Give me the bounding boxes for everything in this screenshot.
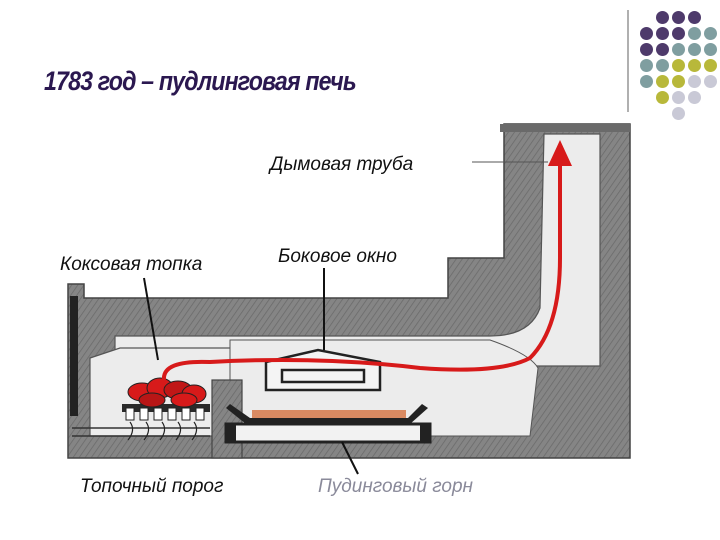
dot [704,75,717,88]
label-fire-threshold: Топочный порог [80,476,223,497]
dot [672,27,685,40]
label-chimney: Дымовая труба [268,154,413,175]
fire-threshold-wall [211,379,243,459]
slide-title: 1783 год – пудлинговая печь [44,66,357,96]
puddling-hearth [224,404,432,444]
dot [640,59,653,72]
title-divider-line [627,10,629,112]
leader-line-firebox [143,277,159,361]
dot [688,59,701,72]
dot [656,91,669,104]
dot [688,75,701,88]
dot [640,27,653,40]
dot [672,75,685,88]
dot [688,11,701,24]
flame-path-arrow [161,140,572,381]
dot [656,59,669,72]
label-puddling-hearth: Пудинговый горн [318,476,474,497]
dot [704,43,717,56]
dot [656,43,669,56]
dot [656,11,669,24]
label-side-window: Боковое окно [278,246,397,267]
dot [704,27,717,40]
dot [640,43,653,56]
dot [672,59,685,72]
dot [672,43,685,56]
dot [656,27,669,40]
dot [688,91,701,104]
puddling-furnace-diagram: Дымовая труба Коксовая топка Боковое окн… [60,123,631,497]
dot [672,91,685,104]
dot [672,11,685,24]
dot [688,27,701,40]
dot [672,107,685,120]
leader-line-hearth [341,441,359,475]
dot [704,59,717,72]
dot [656,75,669,88]
dot [640,75,653,88]
label-coke-firebox: Коксовая топка [60,254,202,275]
coke-coals [122,377,210,441]
dot [688,43,701,56]
